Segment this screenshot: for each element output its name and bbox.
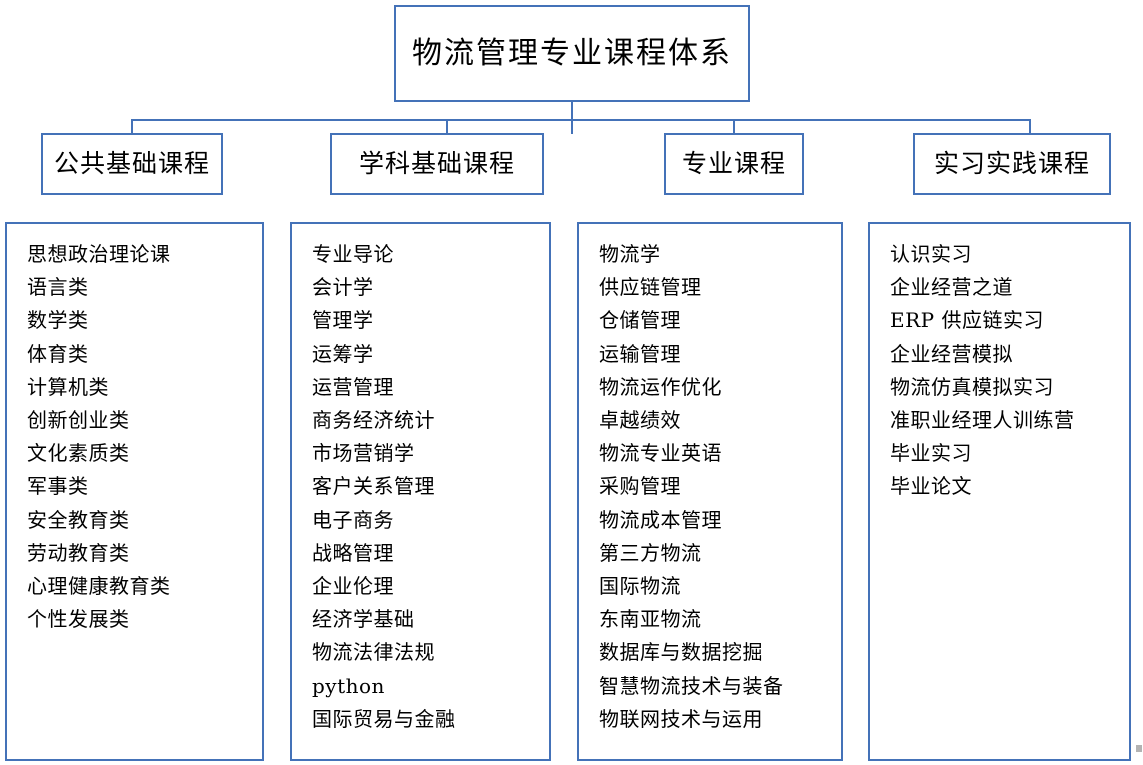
course-item: 语言类 bbox=[27, 275, 89, 300]
course-item: 企业经营模拟 bbox=[890, 341, 1013, 366]
edge-artifact bbox=[1136, 745, 1142, 752]
course-item: 电子商务 bbox=[312, 507, 394, 532]
category-header-label: 公共基础课程 bbox=[53, 149, 210, 179]
course-list: 思想政治理论课 语言类 数学类 体育类 计算机类 创新创业类 文化素质类 军事类… bbox=[7, 238, 262, 636]
course-item: 智慧物流技术与装备 bbox=[599, 673, 784, 698]
course-item: 战略管理 bbox=[312, 540, 394, 565]
connector-drop-cat-2 bbox=[446, 119, 448, 134]
course-item: 东南亚物流 bbox=[599, 607, 702, 632]
connector-drop-cat-1 bbox=[131, 119, 133, 134]
connector-title-drop bbox=[571, 102, 573, 134]
course-item: 运输管理 bbox=[599, 341, 681, 366]
course-item: 思想政治理论课 bbox=[27, 242, 171, 266]
course-item: 毕业实习 bbox=[890, 441, 972, 466]
course-item: 采购管理 bbox=[599, 474, 681, 499]
course-list-public-foundation: 思想政治理论课 语言类 数学类 体育类 计算机类 创新创业类 文化素质类 军事类… bbox=[5, 222, 264, 761]
course-list: 物流学 供应链管理 仓储管理 运输管理 物流运作优化 卓越绩效 物流专业英语 采… bbox=[579, 238, 841, 736]
course-item: 经济学基础 bbox=[312, 607, 415, 632]
course-item: 物联网技术与运用 bbox=[599, 706, 763, 731]
connector-drop-cat-4 bbox=[1029, 119, 1031, 134]
course-item: 物流成本管理 bbox=[599, 507, 722, 532]
diagram-title-box: 物流管理专业课程体系 bbox=[394, 5, 750, 102]
course-item: 企业伦理 bbox=[312, 574, 394, 599]
course-item: 数学类 bbox=[27, 308, 89, 333]
course-item: 物流仿真模拟实习 bbox=[890, 374, 1054, 399]
course-list-discipline-foundation: 专业导论 会计学 管理学 运筹学 运营管理 商务经济统计 市场营销学 客户关系管… bbox=[290, 222, 551, 761]
course-item: 认识实习 bbox=[890, 242, 972, 266]
course-item: 毕业论文 bbox=[890, 474, 972, 499]
category-header-discipline-foundation: 学科基础课程 bbox=[330, 133, 544, 195]
course-list-major: 物流学 供应链管理 仓储管理 运输管理 物流运作优化 卓越绩效 物流专业英语 采… bbox=[577, 222, 843, 761]
course-item: 数据库与数据挖掘 bbox=[599, 640, 763, 665]
category-header-label: 专业课程 bbox=[681, 149, 786, 179]
course-item: 国际物流 bbox=[599, 574, 681, 599]
course-item: 物流运作优化 bbox=[599, 374, 722, 399]
course-item: 文化素质类 bbox=[27, 441, 130, 466]
course-item: 供应链管理 bbox=[599, 275, 702, 300]
course-item: ERP 供应链实习 bbox=[890, 308, 1044, 333]
course-item: 仓储管理 bbox=[599, 308, 681, 333]
course-item: 军事类 bbox=[27, 474, 89, 499]
category-header-label: 实习实践课程 bbox=[933, 149, 1090, 179]
course-item: 运筹学 bbox=[312, 341, 374, 366]
course-item: 会计学 bbox=[312, 275, 374, 300]
course-item: 个性发展类 bbox=[27, 607, 130, 632]
course-item: 市场营销学 bbox=[312, 441, 415, 466]
course-item: 准职业经理人训练营 bbox=[890, 408, 1075, 433]
course-list: 专业导论 会计学 管理学 运筹学 运营管理 商务经济统计 市场营销学 客户关系管… bbox=[292, 238, 549, 736]
course-item: 第三方物流 bbox=[599, 540, 702, 565]
connector-drop-cat-3 bbox=[733, 119, 735, 134]
course-item: 心理健康教育类 bbox=[27, 574, 171, 599]
category-header-internship-practice: 实习实践课程 bbox=[913, 133, 1111, 195]
page-title: 物流管理专业课程体系 bbox=[412, 36, 732, 71]
course-item: 客户关系管理 bbox=[312, 474, 435, 499]
category-header-label: 学科基础课程 bbox=[358, 149, 515, 179]
course-item: 创新创业类 bbox=[27, 408, 130, 433]
course-item: 商务经济统计 bbox=[312, 408, 435, 433]
course-item: 物流学 bbox=[599, 242, 661, 266]
course-item: 劳动教育类 bbox=[27, 540, 130, 565]
course-item: 管理学 bbox=[312, 308, 374, 333]
category-header-major: 专业课程 bbox=[664, 133, 804, 195]
course-item: 安全教育类 bbox=[27, 507, 130, 532]
course-item: 物流专业英语 bbox=[599, 441, 722, 466]
course-list-internship-practice: 认识实习 企业经营之道 ERP 供应链实习 企业经营模拟 物流仿真模拟实习 准职… bbox=[868, 222, 1131, 761]
course-item: 计算机类 bbox=[27, 374, 109, 399]
course-item: 企业经营之道 bbox=[890, 275, 1013, 300]
course-item: 物流法律法规 bbox=[312, 640, 435, 665]
course-item: 运营管理 bbox=[312, 374, 394, 399]
connector-horizontal-bus bbox=[131, 119, 1031, 121]
course-list: 认识实习 企业经营之道 ERP 供应链实习 企业经营模拟 物流仿真模拟实习 准职… bbox=[870, 238, 1129, 504]
course-item: 专业导论 bbox=[312, 242, 394, 266]
course-item: 国际贸易与金融 bbox=[312, 706, 456, 731]
course-item: python bbox=[312, 673, 385, 698]
course-item: 体育类 bbox=[27, 341, 89, 366]
category-header-public-foundation: 公共基础课程 bbox=[41, 133, 223, 195]
course-item: 卓越绩效 bbox=[599, 408, 681, 433]
